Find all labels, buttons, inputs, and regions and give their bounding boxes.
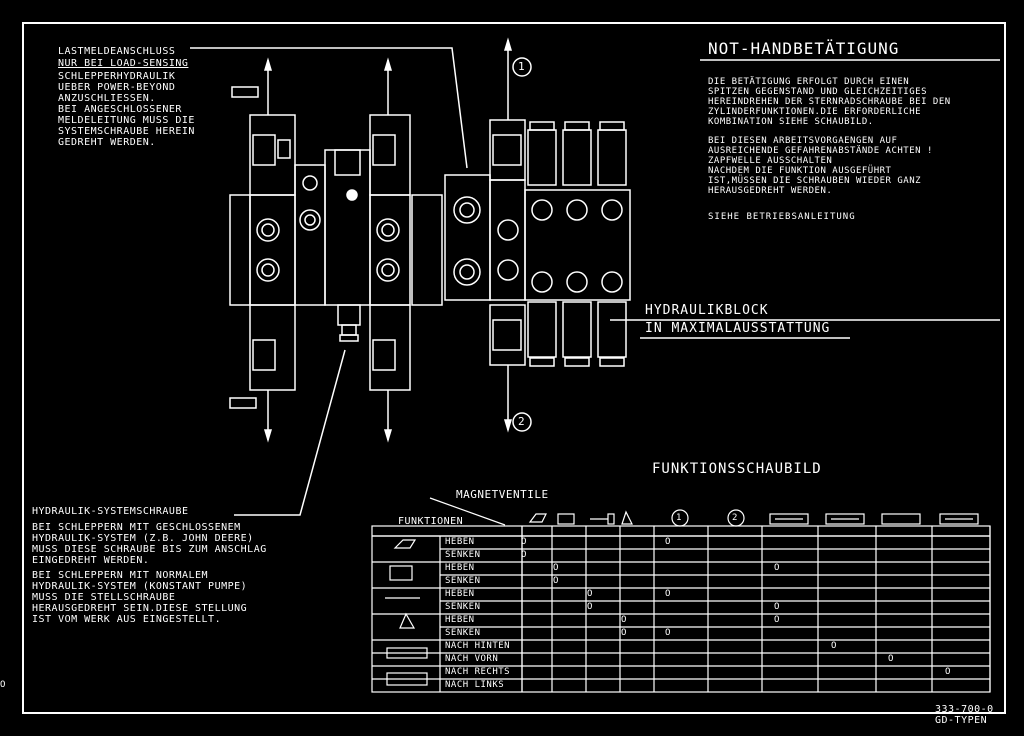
functions-header: FUNKTIONEN bbox=[398, 516, 464, 527]
row-group-icons bbox=[385, 539, 428, 686]
header-icons bbox=[528, 509, 979, 527]
emergency-para2-line: AUSREICHENDE GEFAHRENABSTÄNDE ACHTEN ! bbox=[708, 146, 933, 156]
table-cell-mark: O bbox=[587, 602, 593, 612]
table-cell-mark: O bbox=[587, 589, 593, 599]
table-row-label: NACH HINTEN bbox=[445, 641, 511, 651]
system-screw-line: BEI SCHLEPPERN MIT NORMALEM bbox=[32, 570, 209, 581]
solenoid-columns bbox=[524, 121, 631, 367]
table-cell-mark: O bbox=[0, 680, 6, 690]
table-diagonal bbox=[429, 497, 506, 526]
system-screw-line: HYDRAULIK-SYSTEM (KONSTANT PUMPE) bbox=[32, 581, 248, 592]
emergency-para1-line: ZYLINDERFUNKTIONEN.DIE ERFORDERLICHE bbox=[708, 107, 922, 117]
emergency-para2-line: IST,MÜSSEN DIE SCHRAUBEN WIEDER GANZ bbox=[708, 176, 922, 186]
load-sensing-line: BEI ANGESCHLOSSENER bbox=[58, 104, 182, 115]
system-screw-line: EINGEDREHT WERDEN. bbox=[32, 555, 150, 566]
emergency-para1-line: SPITZEN GEGENSTAND UND GLEICHZEITIGES bbox=[708, 87, 927, 97]
table-cell-mark: O bbox=[888, 654, 894, 664]
load-sensing-line: ANZUSCHLIESSEN. bbox=[58, 93, 156, 104]
table-row-label: NACH LINKS bbox=[445, 680, 505, 690]
emergency-para2-line: HERAUSGEDREHT WERDEN. bbox=[708, 186, 833, 196]
diagram-marker-2: 2 bbox=[518, 415, 526, 428]
table-row-label: HEBEN bbox=[445, 537, 475, 547]
emergency-para2-line: ZAPFWELLE AUSSCHALTEN bbox=[708, 156, 833, 166]
table-cell-mark: O bbox=[945, 667, 951, 677]
table-row-label: SENKEN bbox=[445, 602, 481, 612]
block-label-line2: IN MAXIMALAUSSTATTUNG bbox=[645, 321, 831, 336]
load-sensing-line: UEBER POWER-BEYOND bbox=[58, 82, 176, 93]
load-sensing-line: MELDELEITUNG MUSS DIE bbox=[58, 115, 195, 126]
load-sensing-line: SYSTEMSCHRAUBE HEREIN bbox=[58, 126, 195, 137]
table-row-label: NACH RECHTS bbox=[445, 667, 511, 677]
diagram-marker-1: 1 bbox=[518, 60, 526, 73]
system-screw-line: IST VOM WERK AUS EINGESTELLT. bbox=[32, 614, 222, 625]
system-screw-title: HYDRAULIK-SYSTEMSCHRAUBE bbox=[32, 506, 189, 517]
table-cell-mark: O bbox=[553, 563, 559, 573]
emergency-para1-line: DIE BETÄTIGUNG ERFOLGT DURCH EINEN bbox=[708, 77, 910, 87]
drawing-type: GD-TYPEN bbox=[935, 715, 988, 726]
table-cell-mark: O bbox=[553, 576, 559, 586]
system-screw-line: MUSS DIESE SCHRAUBE BIS ZUM ANSCHLAG bbox=[32, 544, 267, 555]
table-cell-mark: O bbox=[665, 628, 671, 638]
table-cell-mark: O bbox=[665, 537, 671, 547]
emergency-para2-line: BEI DIESEN ARBEITSVORGAENGEN AUF bbox=[708, 136, 898, 146]
block-label-line1: HYDRAULIKBLOCK bbox=[645, 303, 769, 318]
table-row-label: NACH VORN bbox=[445, 654, 499, 664]
table-row-label: SENKEN bbox=[445, 576, 481, 586]
drawing-number: 333-700-0 bbox=[935, 704, 994, 715]
system-screw-line: HYDRAULIK-SYSTEM (Z.B. JOHN DEERE) bbox=[32, 533, 254, 544]
header-marker-1: 1 bbox=[676, 513, 682, 523]
system-screw-line: MUSS DIE STELLSCHRAUBE bbox=[32, 592, 176, 603]
valve-stack-second bbox=[369, 57, 443, 443]
table-cell-mark: O bbox=[774, 602, 780, 612]
valve-stack-left bbox=[229, 57, 296, 443]
table-row-label: HEBEN bbox=[445, 563, 475, 573]
emergency-para1-line: KOMBINATION SIEHE SCHAUBILD. bbox=[708, 117, 874, 127]
table-cell-mark: O bbox=[621, 628, 627, 638]
load-sensing-line: SCHLEPPERHYDRAULIK bbox=[58, 71, 176, 82]
emergency-see-manual: SIEHE BETRIEBSANLEITUNG bbox=[708, 212, 856, 222]
load-sensing-line: GEDREHT WERDEN. bbox=[58, 137, 156, 148]
table-cell-mark: O bbox=[521, 550, 527, 560]
table-row-label: HEBEN bbox=[445, 589, 475, 599]
table-row-label: SENKEN bbox=[445, 628, 481, 638]
load-sensing-title: LASTMELDEANSCHLUSS bbox=[58, 46, 176, 57]
header-marker-2: 2 bbox=[732, 513, 738, 523]
table-row-label: HEBEN bbox=[445, 615, 475, 625]
emergency-para2-line: NACHDEM DIE FUNKTION AUSGEFÜHRT bbox=[708, 166, 892, 176]
leader-line-system-screw bbox=[234, 349, 346, 516]
system-screw-line: HERAUSGEDREHT SEIN.DIESE STELLUNG bbox=[32, 603, 248, 614]
table-cell-mark: O bbox=[831, 641, 837, 651]
system-screw-line: BEI SCHLEPPERN MIT GESCHLOSSENEM bbox=[32, 522, 241, 533]
leader-line-load-sensing bbox=[190, 47, 468, 169]
table-cell-mark: O bbox=[521, 537, 527, 547]
load-sensing-subtitle: NUR BEI LOAD-SENSING bbox=[58, 58, 189, 69]
valve-body-center bbox=[294, 149, 371, 342]
emergency-title: NOT-HANDBETÄTIGUNG bbox=[708, 39, 900, 58]
table-cell-mark: O bbox=[665, 589, 671, 599]
magnet-valves-header: MAGNETVENTILE bbox=[456, 488, 549, 501]
drawing-frame bbox=[22, 22, 1006, 714]
emergency-para1-line: HEREINDREHEN DER STERNRADSCHRAUBE BEI DE… bbox=[708, 97, 951, 107]
table-row-label: SENKEN bbox=[445, 550, 481, 560]
table-cell-mark: O bbox=[621, 615, 627, 625]
function-table-title: FUNKTIONSSCHAUBILD bbox=[652, 461, 822, 477]
table-cell-mark: O bbox=[774, 563, 780, 573]
table-cell-mark: O bbox=[774, 615, 780, 625]
